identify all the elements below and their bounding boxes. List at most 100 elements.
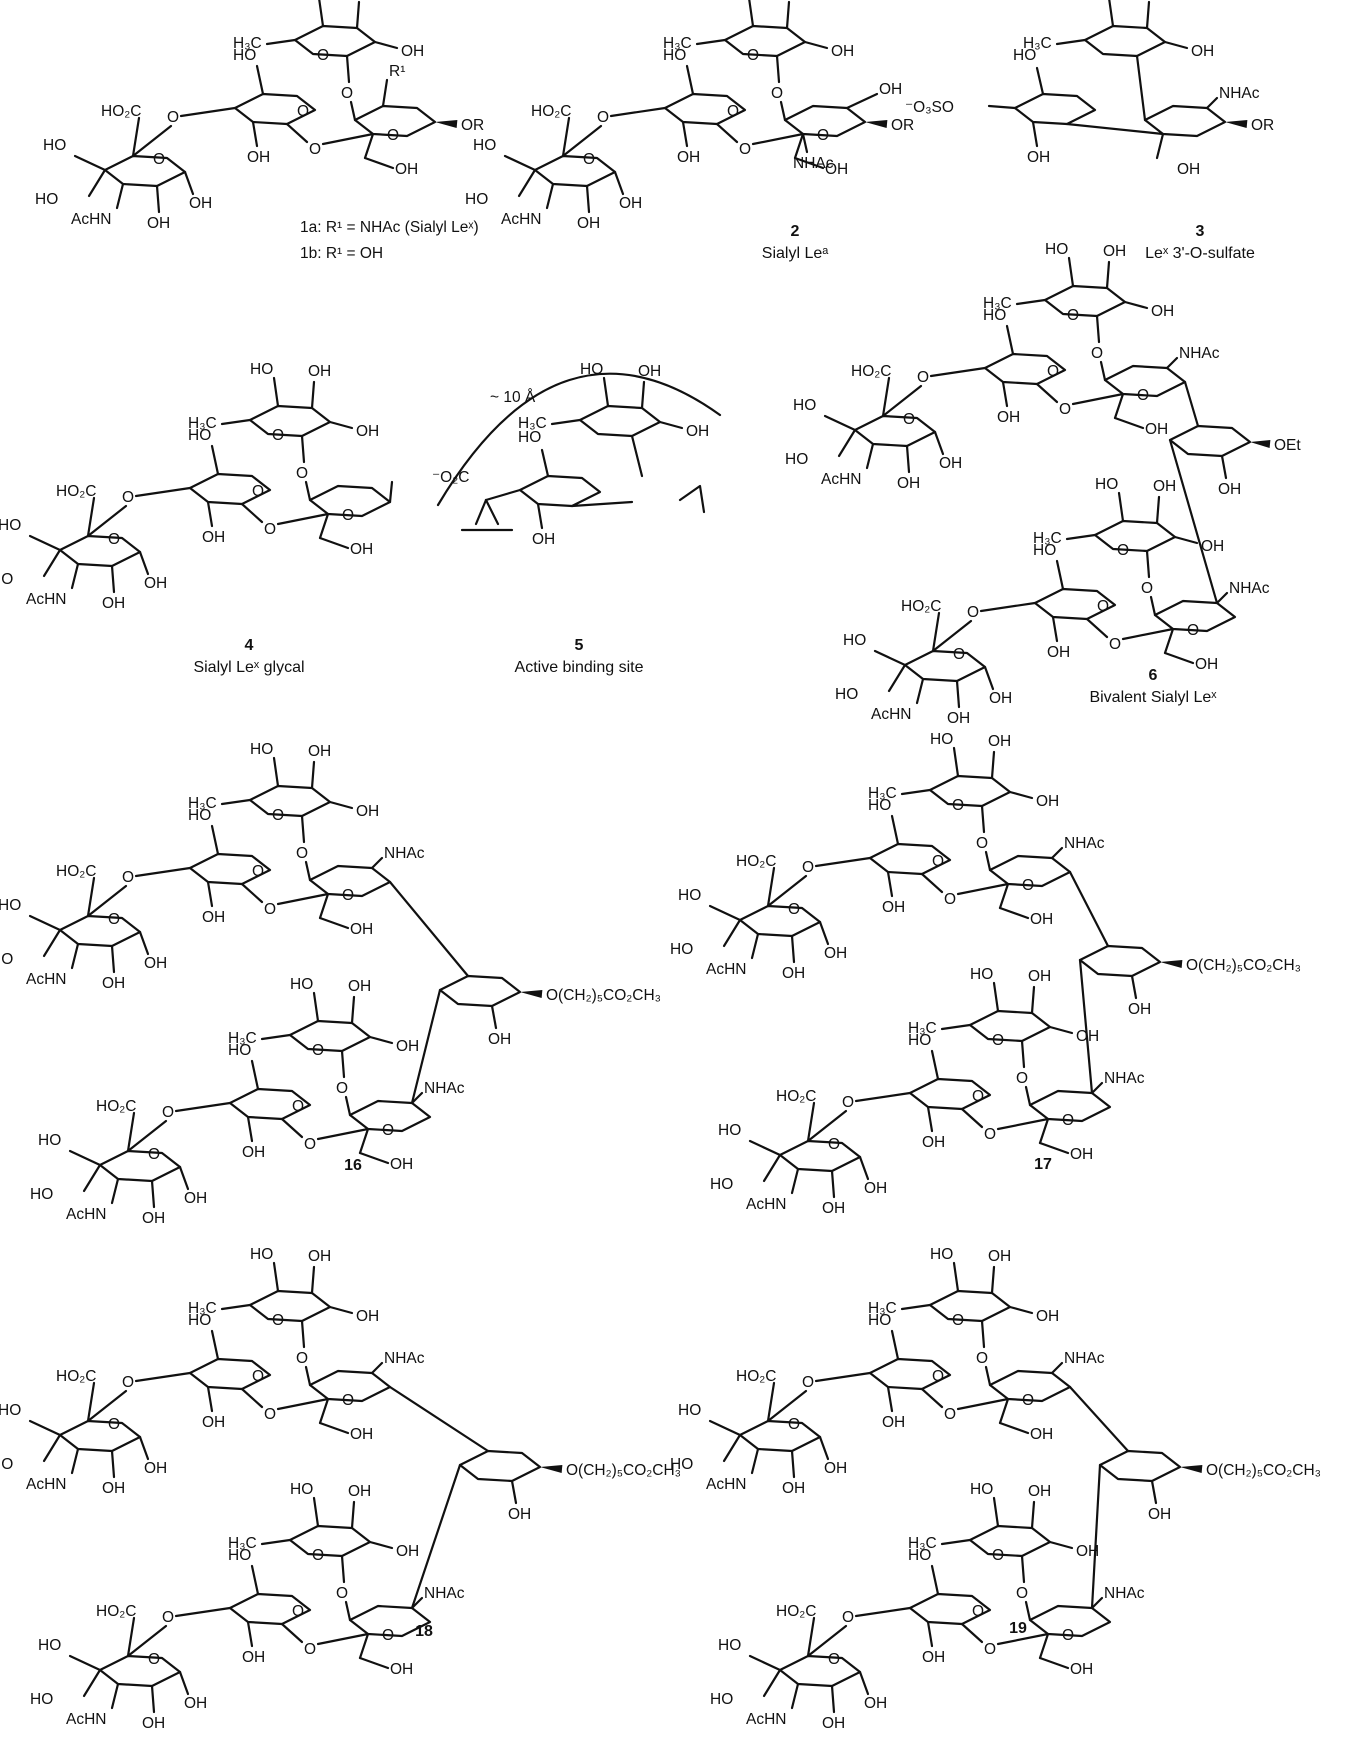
bond (318, 892, 330, 920)
group-ho: HO (43, 137, 66, 154)
bond (881, 384, 923, 418)
compound-number-18: 18 (415, 1623, 433, 1640)
group-oh: OH (144, 1460, 167, 1477)
fucose-ring (248, 404, 332, 438)
bond (845, 92, 879, 110)
bond (388, 1385, 490, 1453)
bond (987, 104, 1017, 110)
ring-oxygen: O (828, 1651, 840, 1668)
bond (131, 116, 141, 158)
bond (750, 1447, 760, 1475)
glycosidic-oxygen: O (917, 369, 929, 386)
group-oh: OH (1030, 911, 1053, 928)
bond (86, 884, 128, 918)
bond (1163, 651, 1195, 665)
bond (183, 170, 195, 196)
glycosidic-oxygen: O (984, 1641, 996, 1658)
ring-oxygen: O (297, 103, 309, 120)
ring-oxygen: O (953, 646, 965, 663)
bond (920, 1387, 944, 1409)
bond (251, 120, 259, 148)
group-oh: OH (1218, 481, 1241, 498)
bond (858, 1155, 870, 1181)
bond (246, 1115, 254, 1143)
bond (345, 54, 351, 84)
glycosidic-oxygen: O (1059, 401, 1071, 418)
group-ho: HO (30, 1186, 53, 1203)
wedge-bond (1160, 960, 1183, 968)
bond (1001, 380, 1009, 408)
bond (887, 663, 907, 693)
group-oh: OH (1047, 644, 1070, 661)
bond (905, 444, 911, 474)
bond (276, 892, 330, 906)
bond (793, 132, 805, 160)
group-ho: HO (718, 1122, 741, 1139)
bond (940, 1538, 972, 1546)
bond (990, 750, 996, 780)
group-ho: HO (663, 47, 686, 64)
fucose-ring (248, 1289, 332, 1323)
group-oh: OH (822, 1715, 845, 1732)
wedge-bond (520, 990, 543, 998)
bond (1035, 382, 1059, 404)
bond (681, 120, 689, 148)
bond (82, 1668, 102, 1698)
fucose-ring (288, 1019, 372, 1053)
group-h3c: H₃C (1033, 530, 1062, 547)
bond (126, 1624, 168, 1658)
bond (685, 64, 695, 96)
group-ho: HO (465, 191, 488, 208)
group-achn: AcHN (26, 1476, 66, 1493)
sialic-acid-ring (98, 1654, 182, 1688)
group-oh: OH (350, 541, 373, 558)
group-oh: OH (308, 363, 331, 380)
group-ho: HO (785, 451, 808, 468)
bond (900, 788, 932, 796)
bond (1024, 1600, 1032, 1622)
bond (1149, 595, 1157, 617)
bond (1123, 300, 1149, 310)
group-linker: O(CH₂)₅CO₂CH₃ (1186, 957, 1301, 974)
bond (1050, 846, 1064, 860)
distance-label: ~ 10 Å (490, 389, 536, 406)
fucose-ring (1093, 519, 1177, 553)
bond (1048, 1025, 1074, 1035)
bond (220, 798, 252, 806)
fucose-ring (293, 24, 377, 58)
bond (1024, 1085, 1032, 1107)
group-oh: OH (897, 475, 920, 492)
fucose-ring (928, 1289, 1012, 1323)
group-ho: HO (670, 1456, 693, 1473)
bond (748, 0, 755, 28)
group-ho2c: HO₂C (901, 598, 941, 615)
bond (550, 418, 582, 426)
bond (996, 1117, 1050, 1131)
sialic-acid-ring (778, 1654, 862, 1688)
bond (1050, 1361, 1064, 1375)
bond (931, 611, 941, 653)
bond (830, 1169, 836, 1199)
wedge-bond (865, 120, 888, 128)
bond (1145, 549, 1151, 579)
group-ho: HO (38, 1132, 61, 1149)
group-nhac: NHAc (1179, 345, 1220, 362)
group-oh: OH (947, 710, 970, 727)
bond (1078, 958, 1094, 1095)
bond (358, 1656, 390, 1670)
bond (150, 1179, 156, 1209)
group-ho: HO (188, 1312, 211, 1329)
bond (250, 1564, 260, 1596)
bond (260, 1033, 292, 1041)
bond (766, 866, 776, 908)
group-oh: OH (1076, 1028, 1099, 1045)
group-ho: HO (1045, 241, 1068, 258)
bond (126, 1119, 168, 1153)
bond (960, 1107, 984, 1129)
bond (344, 1600, 352, 1622)
bond (748, 1654, 782, 1672)
bond (28, 1419, 62, 1437)
bond (126, 1111, 136, 1153)
bond (318, 536, 350, 550)
ring-oxygen: O (108, 911, 120, 928)
